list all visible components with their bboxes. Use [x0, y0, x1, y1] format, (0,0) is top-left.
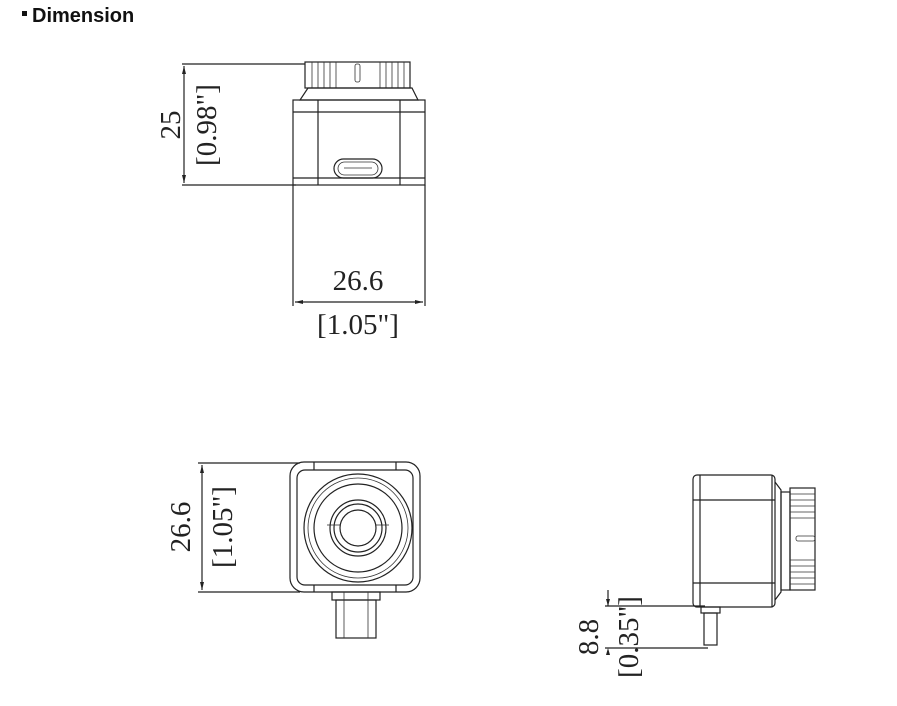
top-height-mm: 25: [155, 111, 187, 140]
top-width-mm: 26.6: [333, 265, 384, 297]
bullet-icon: [22, 11, 27, 17]
side-pin-in: [0.35"]: [613, 596, 645, 678]
front-view-drawing: [198, 461, 421, 639]
section-title-text: Dimension: [32, 5, 135, 27]
top-height-in: [0.98"]: [191, 84, 223, 166]
front-height-mm: 26.6: [165, 502, 197, 553]
top-view-drawing: [182, 61, 426, 306]
front-height-in: [1.05"]: [207, 486, 239, 568]
top-width-in: [1.05"]: [317, 309, 399, 341]
side-pin-mm: 8.8: [573, 619, 605, 655]
side-view-drawing: [605, 474, 816, 655]
section-title: Dimension: [22, 5, 134, 28]
